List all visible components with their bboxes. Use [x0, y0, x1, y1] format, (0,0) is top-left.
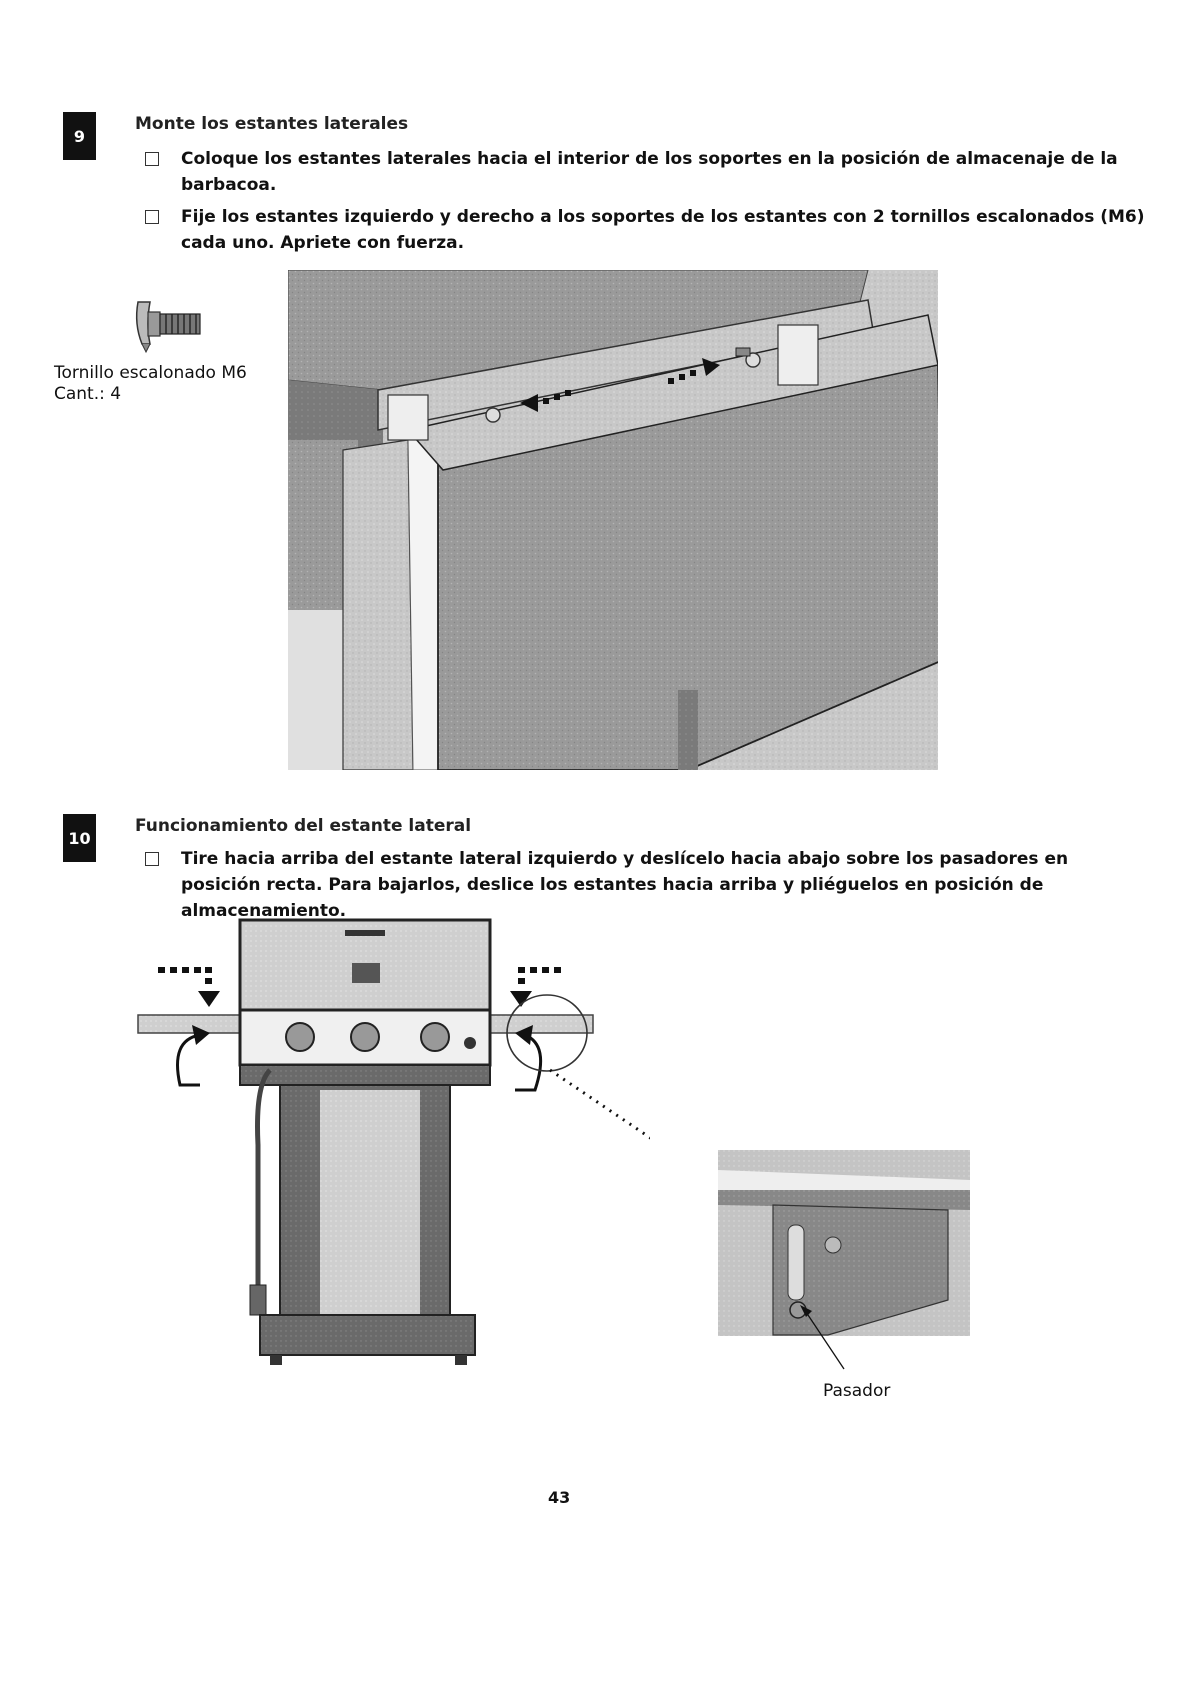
step-10-title: Funcionamiento del estante lateral — [135, 816, 472, 836]
step-10-badge: 10 — [63, 814, 96, 862]
step-10-instructions: Tire hacia arriba del estante lateral iz… — [145, 846, 1145, 924]
pin-detail-illustration — [718, 1150, 970, 1336]
parts-name: Tornillo escalonado M6 — [54, 363, 247, 383]
step-9-instruction-2: Fije los estantes izquierdo y derecho a … — [145, 204, 1145, 256]
step-10-number: 10 — [68, 828, 91, 848]
parts-label: Tornillo escalonado M6 Cant.: 4 — [54, 363, 247, 405]
callout-leader-line — [800, 1305, 845, 1370]
pin-label: Pasador — [823, 1381, 891, 1401]
parts-qty: Cant.: 4 — [54, 384, 122, 404]
page-number: 43 — [548, 1488, 571, 1507]
step-screw-icon — [132, 298, 222, 354]
grill-shelf-operation-illustration — [130, 915, 650, 1385]
checkbox-icon — [145, 152, 159, 166]
step-9-instructions: Coloque los estantes laterales hacia el … — [145, 146, 1145, 256]
step-9-title: Monte los estantes laterales — [135, 114, 409, 134]
checkbox-icon — [145, 210, 159, 224]
step-10-instruction-1: Tire hacia arriba del estante lateral iz… — [145, 846, 1145, 924]
step-9-number: 9 — [73, 126, 86, 146]
side-shelf-mounting-illustration — [288, 270, 938, 770]
checkbox-icon — [145, 852, 159, 866]
step-9-badge: 9 — [63, 112, 96, 160]
step-9-instruction-1: Coloque los estantes laterales hacia el … — [145, 146, 1145, 198]
